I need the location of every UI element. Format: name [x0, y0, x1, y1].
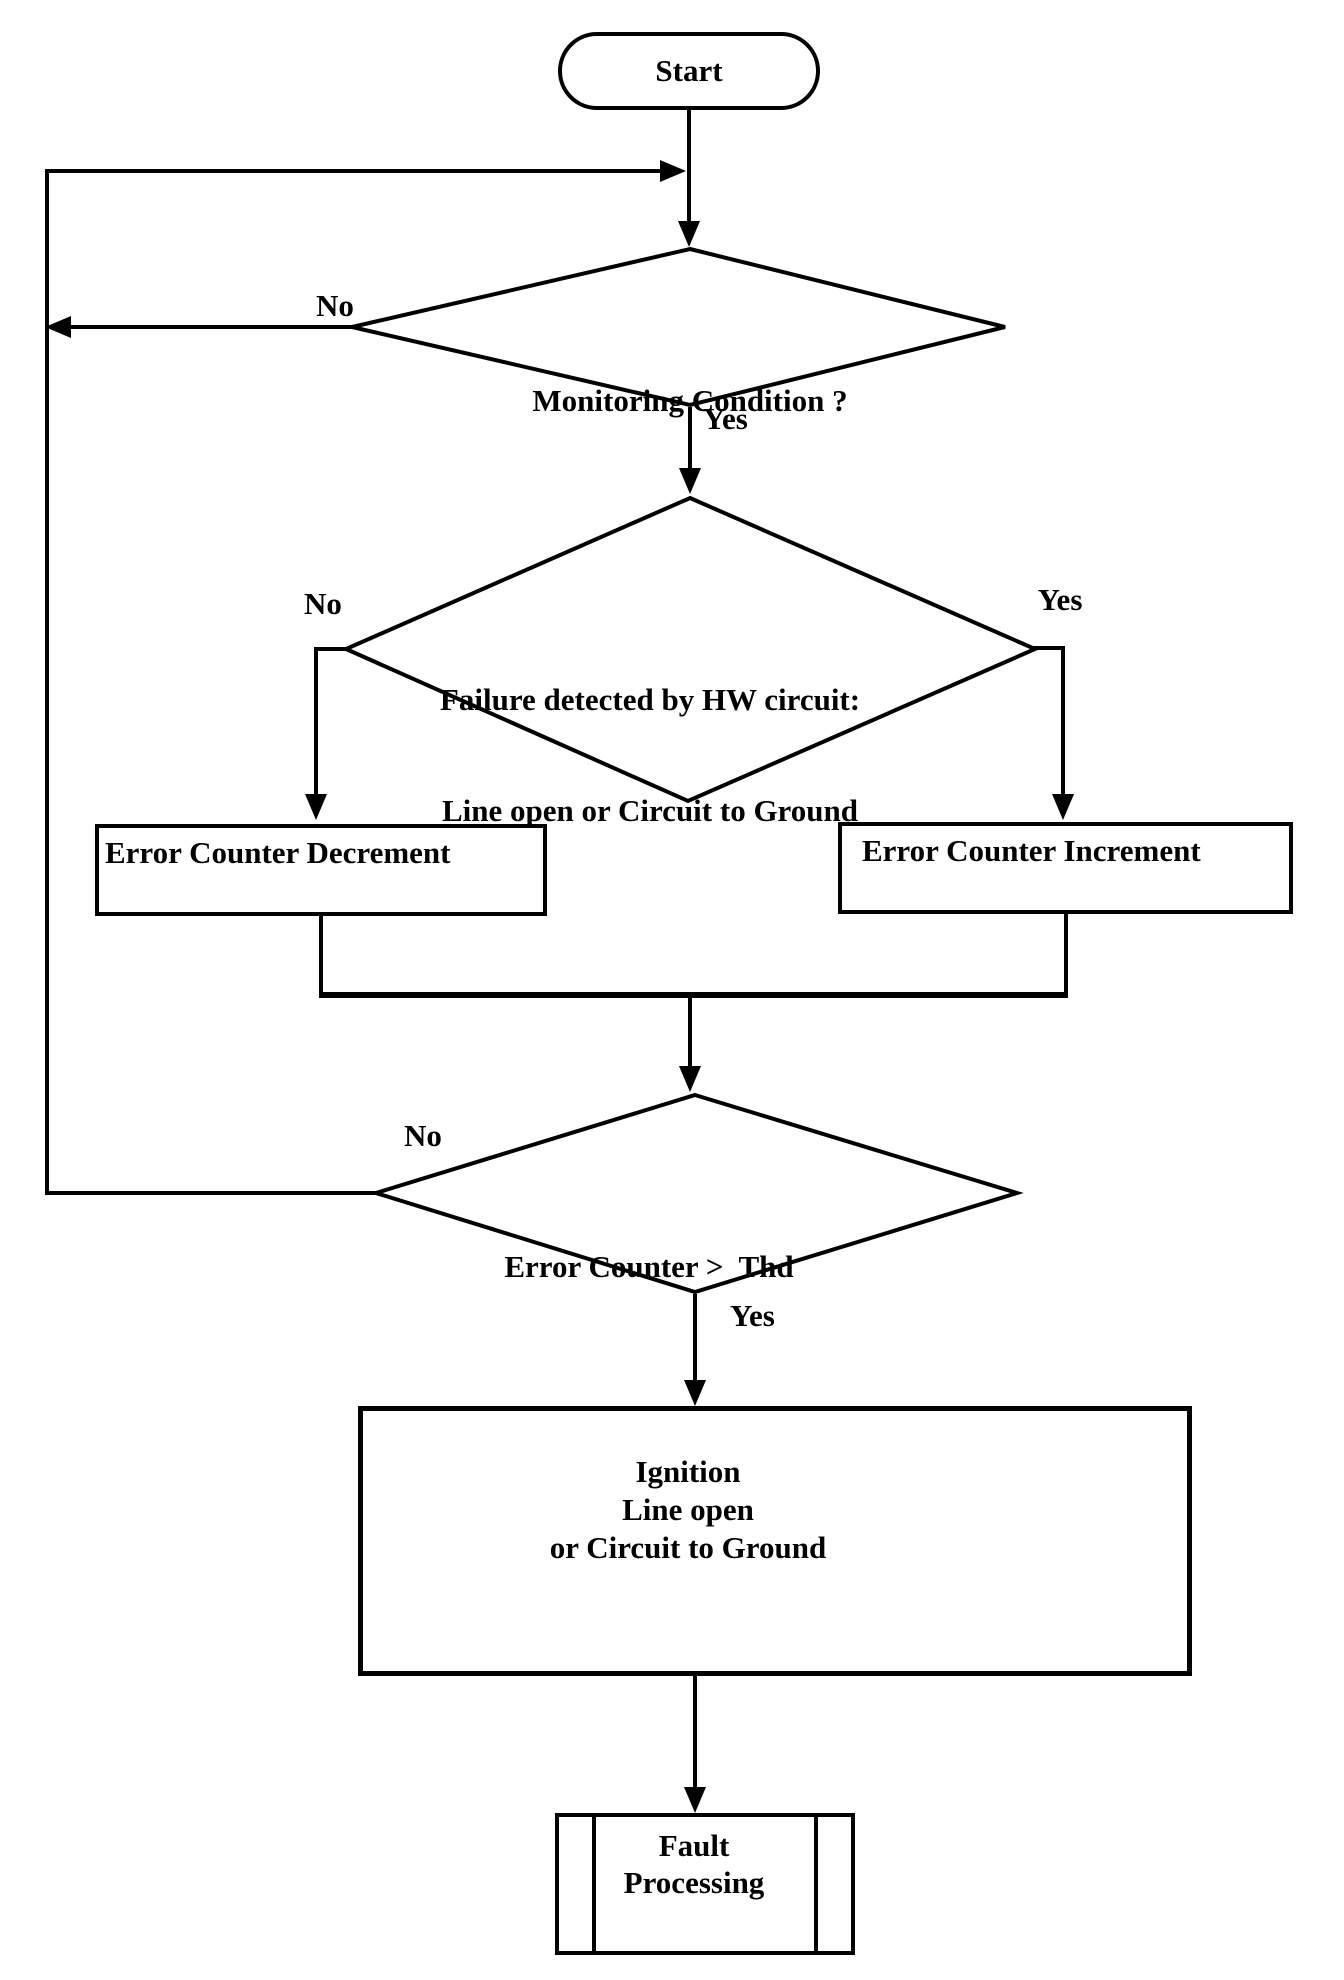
process-ignition-fault: Ignition Line open or Circuit to Ground — [358, 1406, 1192, 1676]
predefined-process-right-bar — [814, 1817, 818, 1951]
start-label: Start — [655, 53, 723, 88]
arrowhead-into-monitoring — [678, 221, 700, 247]
arrowhead-into-threshold — [679, 1066, 701, 1092]
decision-monitoring-label: Monitoring Condition ? — [532, 383, 848, 418]
edge-label-threshold-yes: Yes — [730, 1298, 775, 1333]
decision-failure-label: Failure detected by HW circuit: Line ope… — [439, 682, 861, 828]
process-fault-processing-label: Fault Processing — [623, 1828, 765, 1900]
edge-label-monitoring-no: No — [316, 288, 354, 323]
process-error-counter-increment-label: Error Counter Increment — [862, 833, 1201, 868]
process-error-counter-decrement-label: Error Counter Decrement — [105, 835, 451, 870]
edge-label-failure-yes: Yes — [1037, 582, 1083, 617]
arrowhead-into-failure — [679, 468, 701, 494]
predefined-process-left-bar — [592, 1817, 596, 1951]
edge-loop-return — [45, 169, 660, 1195]
arrowhead-loop-into-mainline — [660, 160, 686, 182]
decision-diamond-failure — [341, 495, 1040, 804]
edge-failure-yes — [1032, 646, 1065, 794]
decision-diamond-monitoring — [351, 246, 1006, 408]
arrowhead-monitoring-no — [45, 316, 71, 338]
edge-label-failure-no: No — [304, 586, 342, 621]
arrowhead-into-ignition — [684, 1380, 706, 1406]
edge-failure-no — [314, 647, 346, 794]
process-ignition-fault-label: Ignition Line open or Circuit to Ground — [549, 1454, 827, 1565]
process-error-counter-decrement: Error Counter Decrement — [95, 824, 547, 916]
arrowhead-into-fault — [684, 1787, 706, 1813]
decision-diamond-threshold — [369, 1092, 1024, 1295]
edge-label-monitoring-yes: Yes — [703, 401, 748, 436]
arrowhead-into-decrement — [305, 794, 327, 820]
edge-label-threshold-no: No — [404, 1118, 442, 1153]
process-error-counter-increment: Error Counter Increment — [838, 822, 1293, 914]
decision-threshold-label: Error Counter > Thd — [504, 1249, 794, 1284]
start-node: Start — [558, 32, 820, 110]
arrowhead-into-increment — [1052, 794, 1074, 820]
process-fault-processing: Fault Processing — [555, 1813, 855, 1955]
